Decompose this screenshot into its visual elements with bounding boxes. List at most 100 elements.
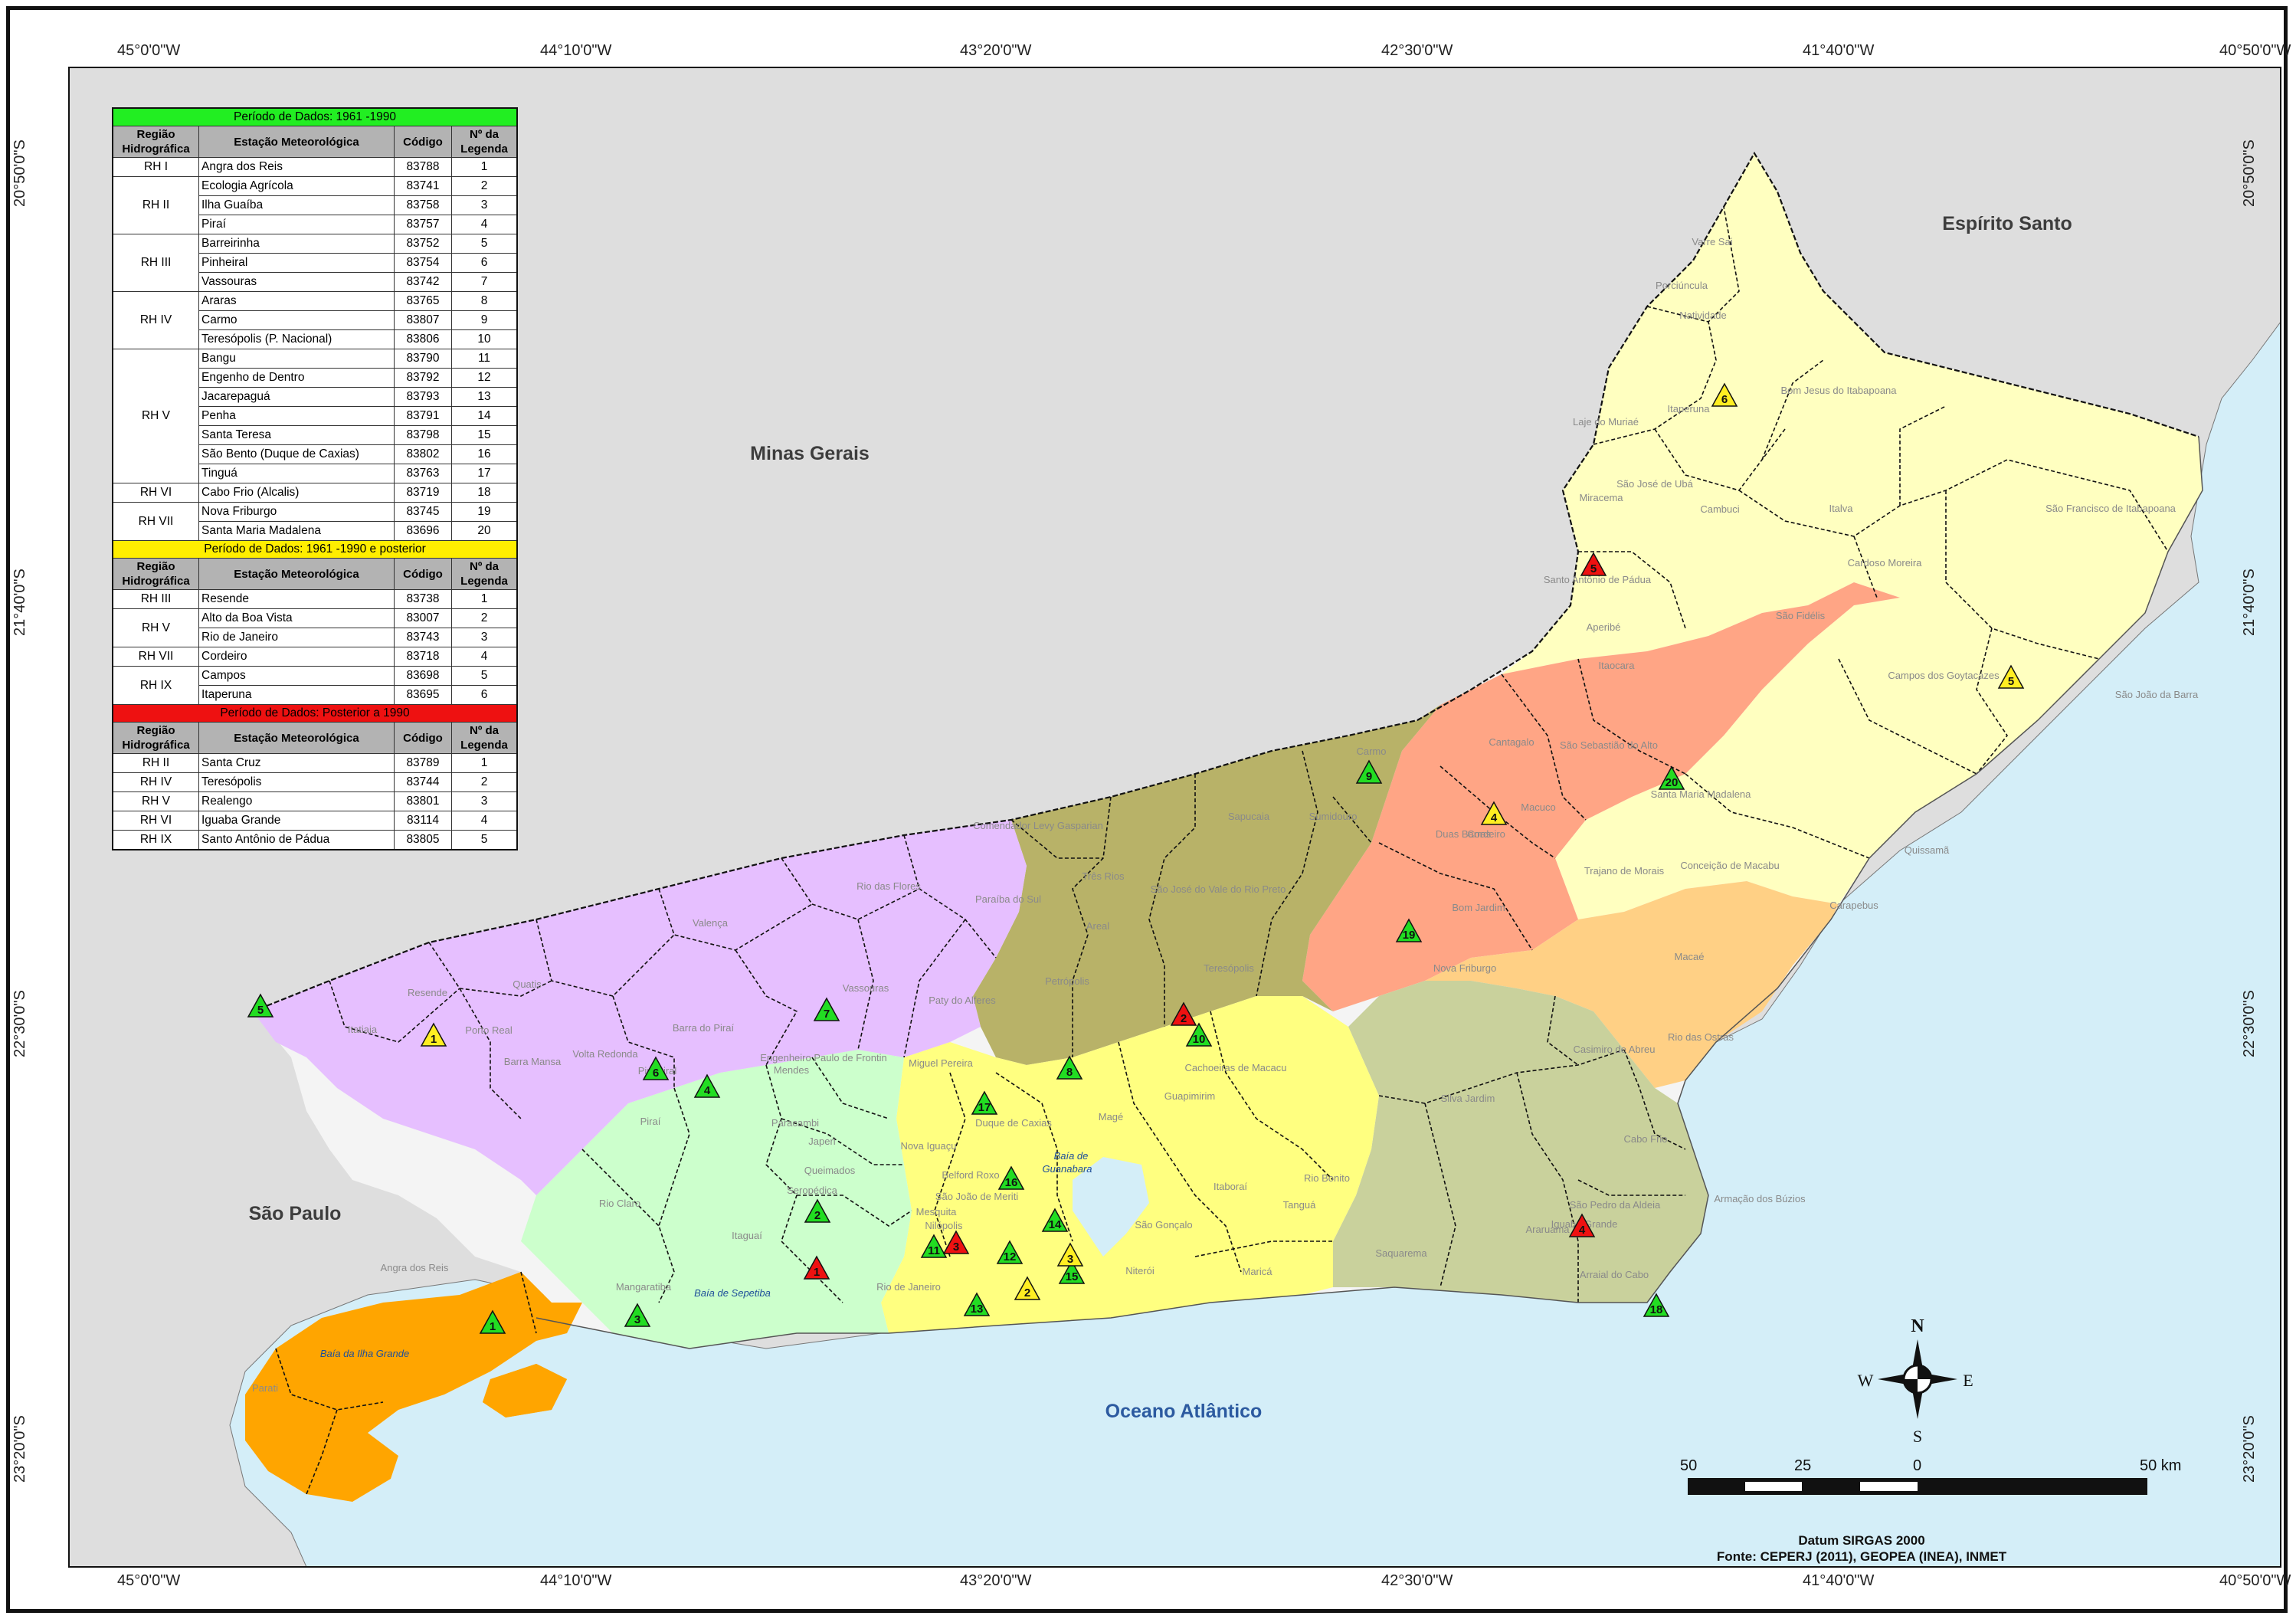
station-marker[interactable]: 18 [1643, 1293, 1670, 1317]
station-marker[interactable]: 8 [1056, 1055, 1083, 1080]
state-border [252, 151, 2199, 1013]
station-marker[interactable]: 3 [1056, 1242, 1084, 1267]
station-marker[interactable]: 20 [1658, 765, 1685, 790]
station-marker-triangle [1041, 1208, 1069, 1232]
table-header-cell: Nº da Legenda [451, 126, 518, 158]
table-region-cell: RH VI [112, 811, 199, 831]
station-marker[interactable]: 4 [693, 1073, 721, 1098]
station-marker[interactable]: 19 [1395, 918, 1423, 942]
station-marker[interactable]: 5 [1997, 664, 2025, 689]
station-marker-number: 5 [257, 1004, 264, 1017]
region-rh4 [973, 705, 1440, 1065]
municipality-label: Paty do Alferes [929, 995, 996, 1006]
table-legend-cell: 1 [451, 753, 518, 773]
station-marker-triangle [1014, 1276, 1041, 1300]
guanabara-bay [1073, 1157, 1149, 1257]
table-header-cell: Estação Meteorológica [198, 558, 395, 590]
table-legend-cell: 18 [451, 483, 518, 503]
station-marker[interactable]: 1 [803, 1255, 830, 1280]
table-code-cell: 83801 [394, 791, 452, 811]
municipality-label: Bom Jardim [1452, 902, 1505, 913]
station-marker[interactable]: 3 [942, 1230, 970, 1254]
station-marker[interactable]: 2 [804, 1198, 831, 1223]
table-code-cell: 83807 [394, 310, 452, 330]
bay-label-ilha-grande: Baía da Ilha Grande [320, 1348, 409, 1359]
table-legend-cell: 4 [451, 811, 518, 831]
station-marker[interactable]: 5 [1580, 552, 1607, 576]
station-marker[interactable]: 16 [997, 1165, 1025, 1190]
station-marker-triangle [1711, 382, 1738, 407]
lon-label-top-3: 42°30'0"W [1381, 42, 1453, 59]
station-marker[interactable]: 6 [1711, 382, 1738, 407]
station-marker-number: 12 [1004, 1250, 1017, 1263]
municipality-label: Nilópolis [925, 1220, 963, 1231]
municipality-label: Rio Claro [599, 1198, 640, 1209]
station-marker[interactable]: 3 [624, 1303, 651, 1327]
municipality-label: Duque de Caxias [975, 1117, 1052, 1129]
municipality-label: Silva Jardim [1441, 1093, 1495, 1104]
station-marker-triangle [813, 997, 840, 1021]
station-marker[interactable]: 1 [420, 1022, 447, 1047]
station-marker[interactable]: 4 [1480, 801, 1508, 825]
municipality-label: Miracema [1579, 492, 1623, 503]
table-code-cell: 83758 [394, 195, 452, 215]
table-code-cell: 83719 [394, 483, 452, 503]
station-marker[interactable]: 17 [971, 1090, 998, 1115]
table-region-cell: RH VII [112, 647, 199, 667]
station-marker[interactable]: 12 [996, 1240, 1024, 1264]
table-region-cell: RH V [112, 349, 199, 483]
table-section-title: Período de Dados: 1961 -1990 e posterior [112, 540, 518, 559]
station-marker-number: 1 [431, 1033, 437, 1046]
station-marker[interactable]: 13 [963, 1292, 991, 1316]
table-code-cell: 83738 [394, 589, 452, 609]
datum-text: Datum SIRGAS 2000 [1798, 1533, 1925, 1548]
table-legend-cell: 6 [451, 685, 518, 705]
station-marker[interactable]: 1 [479, 1309, 506, 1334]
station-marker[interactable]: 14 [1041, 1208, 1069, 1232]
lat-label-right-3: 23°20'0"S [2241, 1415, 2258, 1483]
station-marker-triangle [963, 1292, 991, 1316]
table-legend-cell: 2 [451, 772, 518, 792]
station-marker-triangle [624, 1303, 651, 1327]
station-marker[interactable]: 11 [920, 1234, 948, 1258]
municipality-label: São João da Barra [2115, 689, 2199, 700]
table-station-cell: Santa Cruz [198, 753, 395, 773]
station-marker[interactable]: 15 [1058, 1260, 1086, 1284]
municipality-label: Três Rios [1082, 870, 1125, 882]
station-marker-triangle [920, 1234, 948, 1258]
station-marker[interactable]: 9 [1355, 759, 1383, 784]
station-marker[interactable]: 2 [1014, 1276, 1041, 1300]
station-marker[interactable]: 5 [247, 993, 274, 1018]
bay-label-guanabara-2: Guanabara [1042, 1163, 1092, 1175]
station-marker-triangle [479, 1309, 506, 1334]
station-marker-number: 14 [1049, 1218, 1062, 1231]
station-marker-number: 2 [1181, 1012, 1187, 1025]
station-marker[interactable]: 7 [813, 997, 840, 1021]
station-marker-triangle [1058, 1260, 1086, 1284]
station-marker[interactable]: 2 [1170, 1001, 1197, 1026]
table-code-cell: 83763 [394, 464, 452, 483]
station-marker-number: 6 [653, 1067, 659, 1080]
table-region-cell: RH VII [112, 502, 199, 541]
table-code-cell: 83752 [394, 234, 452, 254]
station-marker[interactable]: 10 [1185, 1022, 1213, 1047]
table-region-cell: RH IX [112, 830, 199, 850]
municipal-boundaries [275, 206, 2169, 1495]
municipality-label: São Sebastião do Alto [1560, 739, 1658, 751]
scale-label-50: 50 [1680, 1457, 1698, 1474]
scale-label-50km: 50 km [2140, 1457, 2182, 1474]
municipality-label: Itaboraí [1214, 1181, 1247, 1192]
station-marker[interactable]: 6 [642, 1056, 670, 1080]
compass-w: W [1858, 1371, 1874, 1390]
municipality-label: Cantagalo [1489, 736, 1534, 748]
table-region-cell: RH V [112, 791, 199, 811]
ilha-grande [483, 1364, 567, 1417]
station-marker[interactable]: 4 [1568, 1213, 1596, 1237]
table-legend-cell: 7 [451, 272, 518, 292]
